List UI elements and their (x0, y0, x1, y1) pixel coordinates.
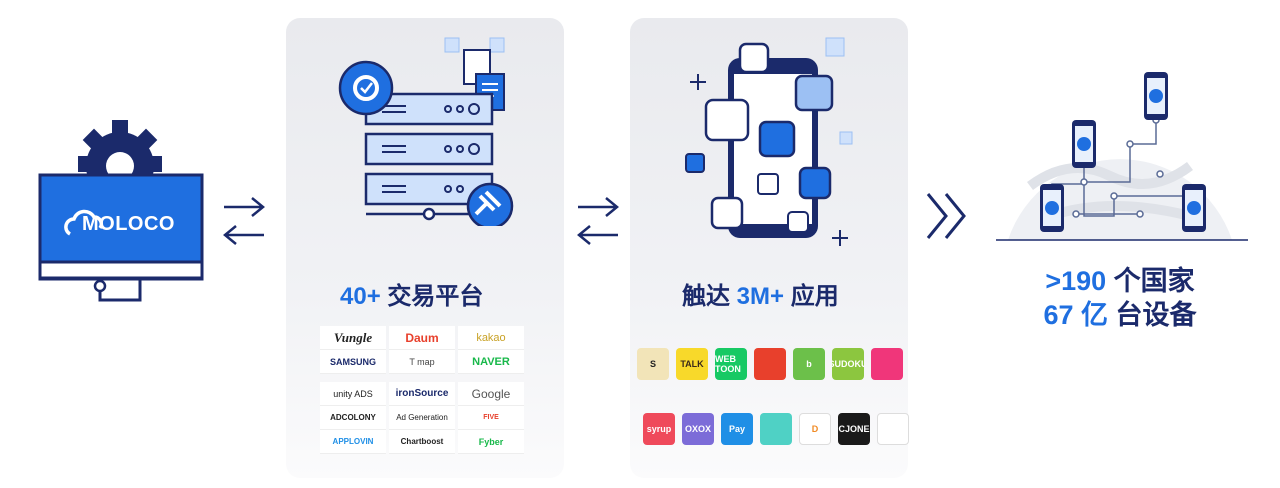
device-phone-icons (1040, 72, 1206, 232)
devices-line: 67 亿 台设备 (1000, 298, 1240, 332)
oxo-app-icon-label: OXOX (684, 424, 711, 434)
logo-kakao: kakao (458, 326, 524, 350)
exchanges-count: 40+ (340, 283, 381, 310)
reach-prefix: 触达 (682, 283, 730, 310)
app-icons-row-2: syrup OXOX Pay D CJONE (643, 413, 909, 445)
webtoon-app-icon: WEB TOON (715, 348, 747, 380)
scrabble-app-icon: S (637, 348, 669, 380)
exchanges-headline: 40+ 交易平台 (340, 276, 483, 311)
phone-apps-illustration (685, 37, 853, 246)
logo-unity-ads: unity ADS (320, 382, 386, 406)
pay-app-icon-label: Pay (728, 424, 745, 434)
logo-chartboost: Chartboost (389, 430, 455, 454)
exchange-arrows-icon-2 (577, 197, 619, 245)
logo-five: FIVE (458, 406, 524, 430)
logo-fyber: Fyber (458, 430, 524, 454)
syrup-app-icon: syrup (643, 413, 675, 445)
logo-google: Google (458, 382, 524, 406)
reach-label: 应用 (790, 283, 839, 310)
devices-value: 67 亿 (1043, 300, 1109, 330)
b-app-icon-label: b (806, 359, 812, 369)
cjone-app-icon-label: CJONE (838, 424, 870, 434)
cjone-app-icon: CJONE (838, 413, 870, 445)
pay-app-icon: Pay (721, 413, 753, 445)
countries-value: >190 (1045, 266, 1107, 296)
reach-count: 3M+ (736, 283, 785, 310)
logo-daum: Daum (389, 326, 455, 350)
exchange-logo-grid: Vungle Daum kakao SAMSUNG T map NAVER un… (320, 326, 530, 454)
b-app-icon: b (793, 348, 825, 380)
countries-label: 个国家 (1113, 266, 1195, 296)
shopping-bag-app-icon (871, 348, 903, 380)
logo-applovin: APPLOVIN (320, 430, 386, 454)
moloco-brand-text: MOLOCO (82, 213, 175, 235)
logo-vungle: Vungle (320, 326, 386, 350)
logo-samsung: SAMSUNG (320, 350, 386, 374)
app-icons-row-1: S TALK WEB TOON b SUDOKU (637, 348, 903, 380)
devices-label: 台设备 (1115, 300, 1197, 330)
settings-badge-icon (338, 60, 394, 116)
oxo-app-icon: OXOX (682, 413, 714, 445)
cloud-logo-icon (64, 209, 103, 236)
webtoon-app-icon-label: WEB TOON (715, 354, 741, 374)
scrabble-app-icon-label: S (649, 359, 656, 369)
global-stats: >190 个国家 67 亿 台设备 (1000, 264, 1240, 332)
logo-ironsource: ironSource (389, 382, 455, 406)
kakaotalk-app-icon: TALK (676, 348, 708, 380)
exchange-arrows-icon (223, 197, 265, 245)
syrup-app-icon-label: syrup (646, 424, 672, 434)
server-stack-illustration (338, 37, 514, 226)
global-devices-illustration (996, 72, 1248, 241)
candy-app-icon (754, 348, 786, 380)
countries-line: >190 个国家 (1000, 264, 1240, 298)
sudoku-app-icon-label: SUDOKU (832, 359, 864, 369)
d-app-icon: D (799, 413, 831, 445)
logo-naver: NAVER (458, 350, 524, 374)
logo-tmap: T map (389, 350, 455, 374)
logo-ad-generation: Ad Generation (389, 406, 455, 430)
kakaotalk-app-icon-label: TALK (680, 359, 704, 369)
double-chevron-right-icon (926, 193, 966, 239)
reach-headline: 触达 3M+ 应用 (682, 276, 839, 311)
d-app-icon-label: D (811, 424, 819, 434)
moloco-monitor-illustration (38, 120, 204, 302)
sudoku-app-icon: SUDOKU (832, 348, 864, 380)
peace-app-icon (760, 413, 792, 445)
map-pin-app-icon (877, 413, 909, 445)
exchanges-label: 交易平台 (387, 283, 484, 310)
logo-adcolony: ADCOLONY (320, 406, 386, 430)
